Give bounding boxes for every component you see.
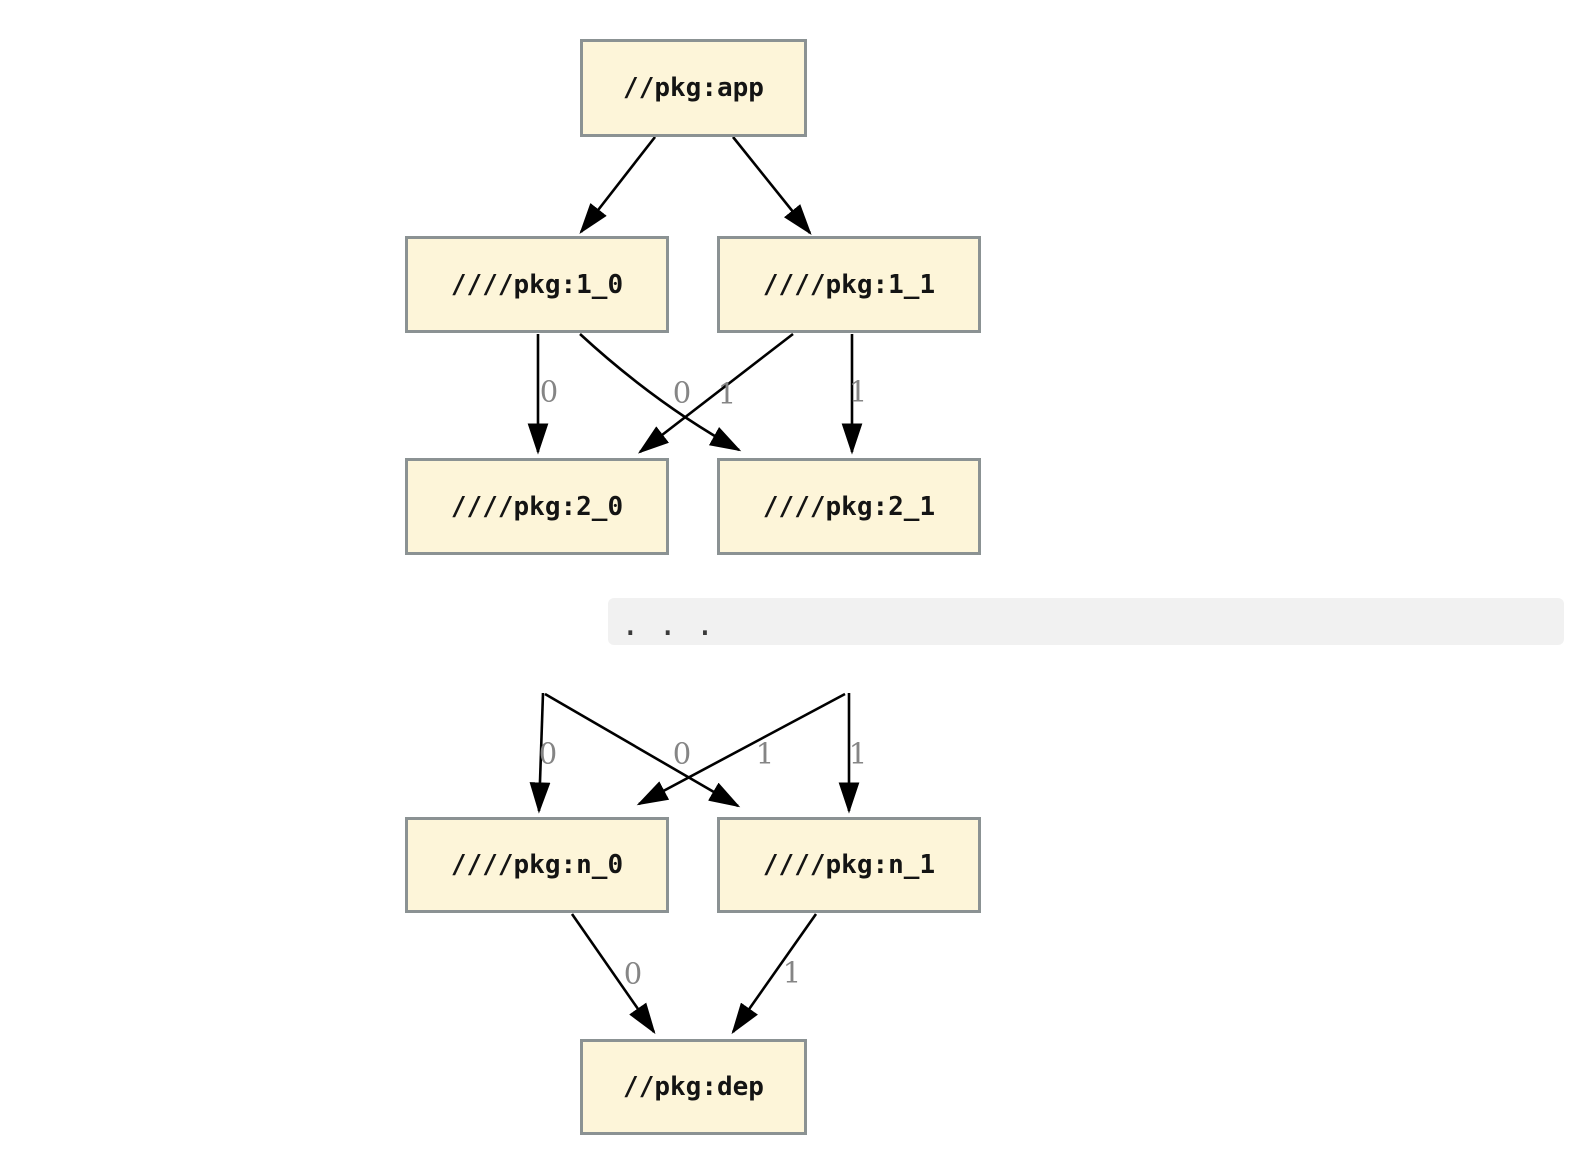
edge-app-to-1_1 xyxy=(731,136,812,236)
edge-1_0-to-2_1 xyxy=(579,333,742,452)
edge-label-prev1-n_1: 1 xyxy=(848,736,868,771)
edge-label-1_0-2_0: 0 xyxy=(539,374,559,409)
edge-prev0-to-n_0 xyxy=(529,692,551,814)
node-label: ////pkg:2_0 xyxy=(450,491,624,522)
node-pkg-dep: //pkg:dep xyxy=(580,1039,807,1135)
edge-n_0-to-dep xyxy=(570,913,656,1035)
edge-1_1-to-2_0 xyxy=(637,332,794,454)
node-pkg-n_1: ////pkg:n_1 xyxy=(717,817,981,913)
edge-label-n_0-dep: 0 xyxy=(623,956,643,991)
node-pkg-2_0: ////pkg:2_0 xyxy=(405,458,669,555)
edge-label-1_1-2_0: 1 xyxy=(717,376,737,411)
ellipsis-code-bar: . . . xyxy=(608,598,1564,645)
node-label: ////pkg:2_1 xyxy=(762,491,936,522)
node-label: //pkg:app xyxy=(623,73,764,103)
ellipsis-dots: . . . xyxy=(621,607,715,643)
node-label: ////pkg:1_1 xyxy=(762,269,936,300)
edge-label-1_1-2_1: 1 xyxy=(848,374,868,409)
edge-label-prev0-n_0: 0 xyxy=(538,736,558,771)
node-pkg-1_1: ////pkg:1_1 xyxy=(717,236,981,333)
node-label: //pkg:dep xyxy=(623,1072,764,1102)
node-pkg-n_0: ////pkg:n_0 xyxy=(405,817,669,913)
edge-app-to-1_0 xyxy=(579,136,657,235)
node-pkg-1_0: ////pkg:1_0 xyxy=(405,236,669,333)
edge-label-prev0-n_1: 0 xyxy=(672,736,692,771)
edge-prev1-to-n_0 xyxy=(636,692,846,806)
edge-n_1-to-dep xyxy=(731,913,818,1035)
edge-label-prev1-n_0: 1 xyxy=(755,736,775,771)
edge-label-1_0-2_1: 0 xyxy=(672,375,692,410)
node-label: ////pkg:1_0 xyxy=(450,269,624,300)
node-pkg-app: //pkg:app xyxy=(580,39,807,137)
edge-label-n_1-dep: 1 xyxy=(782,955,802,990)
node-label: ////pkg:n_0 xyxy=(450,850,624,880)
edge-prev0-to-n_1 xyxy=(544,692,741,808)
node-pkg-2_1: ////pkg:2_1 xyxy=(717,458,981,555)
node-label: ////pkg:n_1 xyxy=(762,850,936,880)
